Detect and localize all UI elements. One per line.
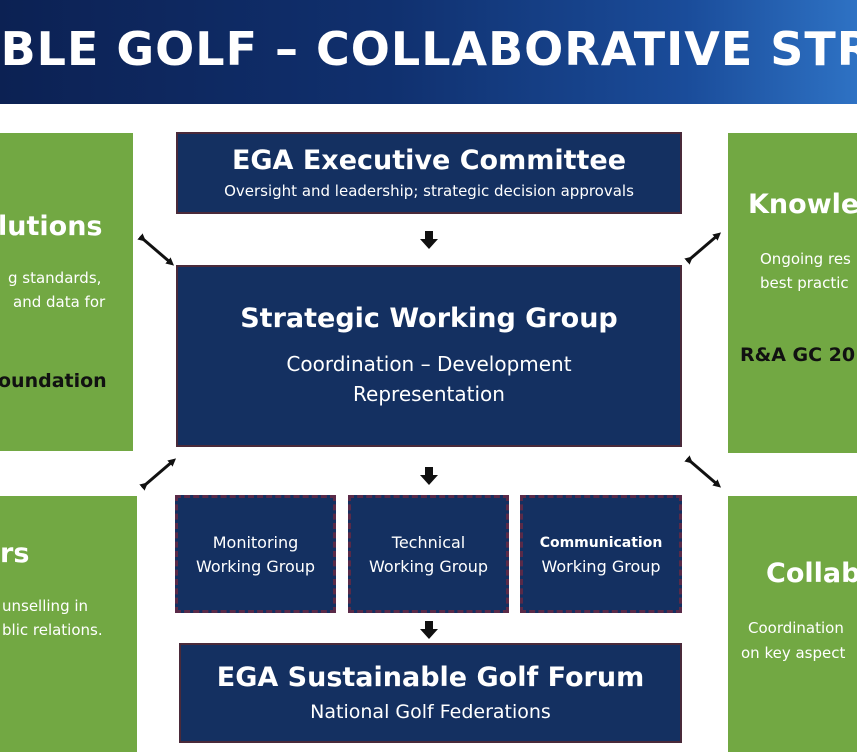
sustainable-golf-forum-subtitle: National Golf Federations: [310, 701, 551, 723]
monitoring-working-group-line2: Working Group: [195, 557, 316, 576]
communication-working-group-line1: Communication: [539, 535, 663, 551]
right-top-line2: best practic: [760, 274, 849, 292]
right-top-panel: Knowle Ongoing res best practic R&A GC 2…: [728, 133, 857, 453]
left-top-bold: oundation: [0, 370, 107, 392]
left-bottom-heading: rs: [0, 538, 30, 569]
right-bottom-line1: Coordination: [748, 619, 844, 637]
left-top-line1: g standards,: [8, 269, 102, 287]
left-top-heading: lutions: [0, 211, 103, 242]
left-top-panel: lutions g standards, and data for oundat…: [0, 133, 133, 451]
monitoring-working-group-line1: Monitoring: [212, 533, 299, 552]
arrow-down-icon: [420, 231, 438, 249]
left-bottom-panel: rs unselling in blic relations.: [0, 496, 137, 752]
arrow-down-icon: [420, 621, 438, 639]
double-arrow-icon: [684, 232, 722, 265]
right-bottom-heading: Collab: [766, 558, 857, 589]
banner-title: ABLE GOLF – COLLABORATIVE STR: [0, 22, 857, 76]
double-arrow-icon: [137, 233, 175, 266]
right-top-heading: Knowle: [748, 189, 857, 220]
left-bottom-line1: unselling in: [2, 597, 89, 615]
executive-committee-box: EGA Executive Committee Oversight and le…: [176, 132, 682, 214]
sustainable-golf-forum-box: EGA Sustainable Golf Forum National Golf…: [179, 643, 682, 743]
double-arrow-icon: [684, 455, 722, 488]
monitoring-working-group-box: Monitoring Working Group: [175, 495, 336, 613]
technical-working-group-box: Technical Working Group: [348, 495, 509, 613]
right-bottom-panel: Collab Coordination on key aspect: [728, 496, 857, 752]
double-arrow-icon: [139, 458, 177, 491]
technical-working-group-line1: Technical: [391, 533, 466, 552]
strategic-working-group-line2: Representation: [353, 382, 505, 406]
left-bottom-line2: blic relations.: [2, 621, 103, 639]
title-banner: ABLE GOLF – COLLABORATIVE STR: [0, 0, 857, 104]
left-top-line2: and data for: [13, 293, 106, 311]
executive-committee-title: EGA Executive Committee: [231, 145, 627, 176]
communication-working-group-line2: Working Group: [541, 557, 661, 576]
right-bottom-line2: on key aspect: [741, 644, 846, 662]
arrow-down-icon: [420, 467, 438, 485]
right-top-bold: R&A GC 20: [740, 344, 856, 366]
sustainable-golf-forum-title: EGA Sustainable Golf Forum: [216, 662, 645, 693]
strategic-working-group-box: Strategic Working Group Coordination – D…: [176, 265, 682, 447]
technical-working-group-line2: Working Group: [368, 557, 489, 576]
executive-committee-subtitle: Oversight and leadership; strategic deci…: [224, 182, 634, 200]
communication-working-group-box: Communication Working Group: [520, 495, 682, 613]
right-top-line1: Ongoing res: [760, 250, 851, 268]
strategic-working-group-line1: Coordination – Development: [286, 352, 572, 376]
strategic-working-group-title: Strategic Working Group: [240, 303, 618, 334]
